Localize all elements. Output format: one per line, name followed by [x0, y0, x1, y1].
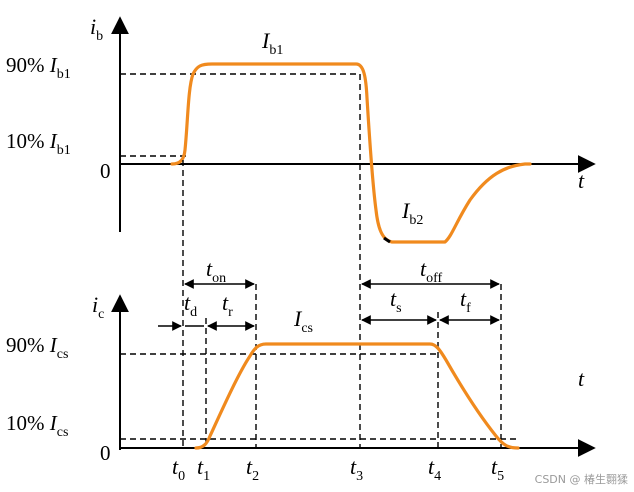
bottom-level-90-label: 90% Ics	[6, 333, 68, 362]
t3-label: t3	[350, 454, 363, 484]
ib2-label: Ib2	[401, 198, 423, 228]
ib1-label: Ib1	[261, 28, 283, 58]
interval-dimensions: ton td tr toff ts tf	[158, 256, 500, 331]
t1-label: t1	[197, 454, 210, 484]
time-guides	[182, 74, 502, 448]
t0-label: t0	[172, 454, 185, 484]
watermark: CSDN @ 椿生翾猱	[535, 472, 628, 486]
time-mark-labels: t0 t1 t2 t3 t4 t5	[172, 454, 504, 484]
top-x-axis-label: t	[578, 168, 585, 193]
collector-current-waveform	[194, 342, 520, 450]
t-on-label: ton	[206, 256, 226, 286]
bottom-level-10-label: 10% Ics	[6, 411, 68, 440]
t-off-label: toff	[420, 256, 443, 286]
base-current-waveform	[170, 62, 532, 244]
top-panel: ib t 90% Ib1 10% Ib1 0 Ib1 Ib2	[6, 14, 596, 244]
ib2-corner-mark	[383, 236, 391, 244]
top-level-90-label: 90% Ib1	[6, 53, 71, 82]
top-y-axis-label: ib	[90, 14, 103, 44]
t5-label: t5	[491, 454, 504, 484]
t-f-label: tf	[460, 286, 471, 316]
t-s-label: ts	[390, 286, 402, 316]
bottom-x-axis-label: t	[578, 366, 585, 391]
top-level-10-label: 10% Ib1	[6, 129, 71, 158]
bottom-zero-label: 0	[100, 441, 111, 465]
top-zero-label: 0	[100, 159, 111, 183]
t4-label: t4	[428, 454, 441, 484]
ics-label: Ics	[293, 306, 313, 336]
bottom-panel: ic t 90% Ics 10% Ics 0 Ics	[6, 292, 596, 465]
t2-label: t2	[246, 454, 259, 484]
bottom-y-axis-label: ic	[92, 292, 104, 322]
t-d-label: td	[184, 290, 197, 320]
t-r-label: tr	[222, 290, 233, 320]
